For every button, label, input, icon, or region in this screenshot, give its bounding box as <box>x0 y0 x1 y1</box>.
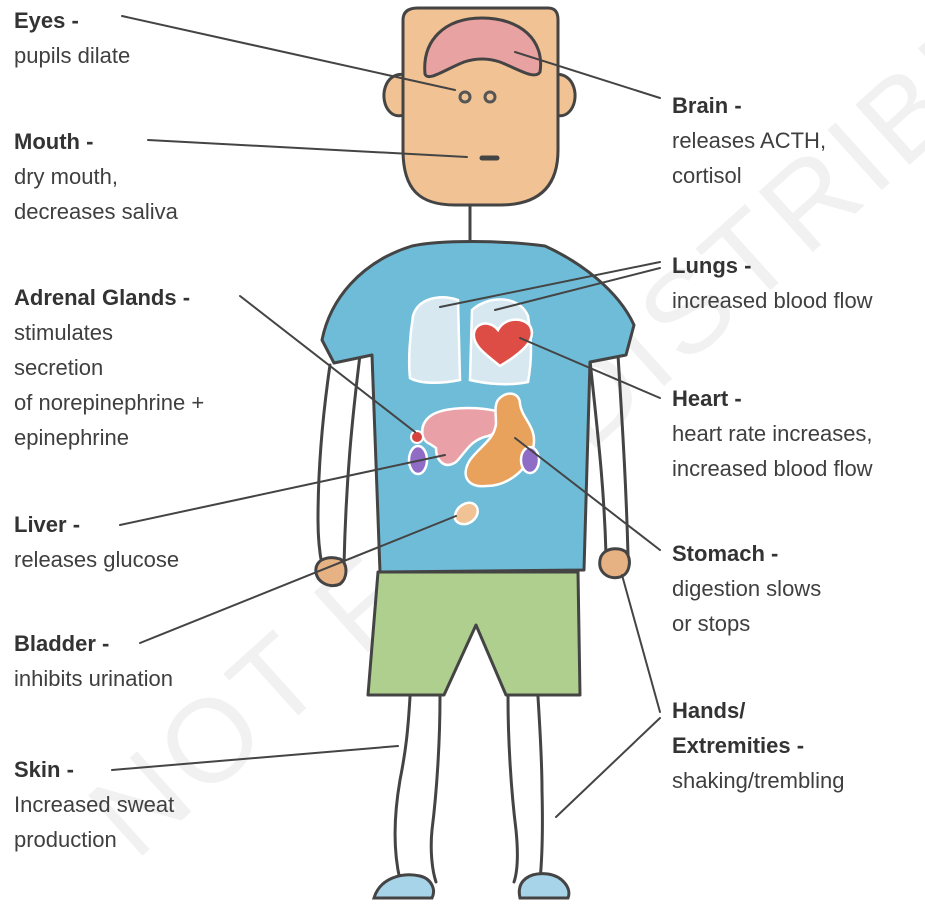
label-eyes: Eyes - pupils dilate <box>14 3 130 73</box>
label-lungs-desc: increased blood flow <box>672 283 873 318</box>
label-adrenal-desc: stimulates secretion of norepinephrine +… <box>14 315 204 455</box>
adrenal-gland <box>411 431 423 443</box>
label-adrenal-title: Adrenal Glands - <box>14 280 204 315</box>
label-liver-title: Liver - <box>14 507 179 542</box>
label-lungs: Lungs - increased blood flow <box>672 248 873 318</box>
right-hand <box>600 549 630 578</box>
left-arm-outer <box>318 365 330 565</box>
label-heart: Heart - heart rate increases, increased … <box>672 381 873 486</box>
label-skin-desc: Increased sweat production <box>14 787 174 857</box>
shorts <box>368 572 580 695</box>
label-skin: Skin - Increased sweat production <box>14 752 174 857</box>
left-eye <box>460 92 470 102</box>
label-mouth: Mouth - dry mouth, decreases saliva <box>14 124 178 229</box>
label-liver: Liver - releases glucose <box>14 507 179 577</box>
label-bladder-desc: inhibits urination <box>14 661 173 696</box>
label-heart-desc: heart rate increases, increased blood fl… <box>672 416 873 486</box>
label-hands-desc: shaking/trembling <box>672 763 844 798</box>
label-stomach-desc: digestion slows or stops <box>672 571 821 641</box>
shirt <box>322 242 634 573</box>
right-leg-inner <box>508 697 517 882</box>
label-eyes-desc: pupils dilate <box>14 38 130 73</box>
right-kidney <box>521 447 539 473</box>
left-leg <box>395 697 410 880</box>
left-leg-inner <box>431 697 440 882</box>
label-hands: Hands/ Extremities - shaking/trembling <box>672 693 844 798</box>
label-mouth-desc: dry mouth, decreases saliva <box>14 159 178 229</box>
label-heart-title: Heart - <box>672 381 873 416</box>
leader-hands-a <box>622 575 660 712</box>
label-eyes-title: Eyes - <box>14 3 130 38</box>
label-stomach: Stomach - digestion slows or stops <box>672 536 821 641</box>
left-lung <box>409 297 460 382</box>
label-brain: Brain - releases ACTH, cortisol <box>672 88 826 193</box>
right-foot <box>519 874 569 898</box>
label-stomach-title: Stomach - <box>672 536 821 571</box>
label-lungs-title: Lungs - <box>672 248 873 283</box>
left-foot <box>374 875 434 898</box>
right-eye <box>485 92 495 102</box>
label-adrenal: Adrenal Glands - stimulates secretion of… <box>14 280 204 455</box>
label-hands-title: Hands/ Extremities - <box>672 693 844 763</box>
leader-hands-b <box>556 718 660 817</box>
label-brain-desc: releases ACTH, cortisol <box>672 123 826 193</box>
label-bladder: Bladder - inhibits urination <box>14 626 173 696</box>
label-mouth-title: Mouth - <box>14 124 178 159</box>
right-arm-inner <box>590 360 606 555</box>
label-bladder-title: Bladder - <box>14 626 173 661</box>
label-brain-title: Brain - <box>672 88 826 123</box>
label-skin-title: Skin - <box>14 752 174 787</box>
right-leg <box>538 697 542 880</box>
label-liver-desc: releases glucose <box>14 542 179 577</box>
